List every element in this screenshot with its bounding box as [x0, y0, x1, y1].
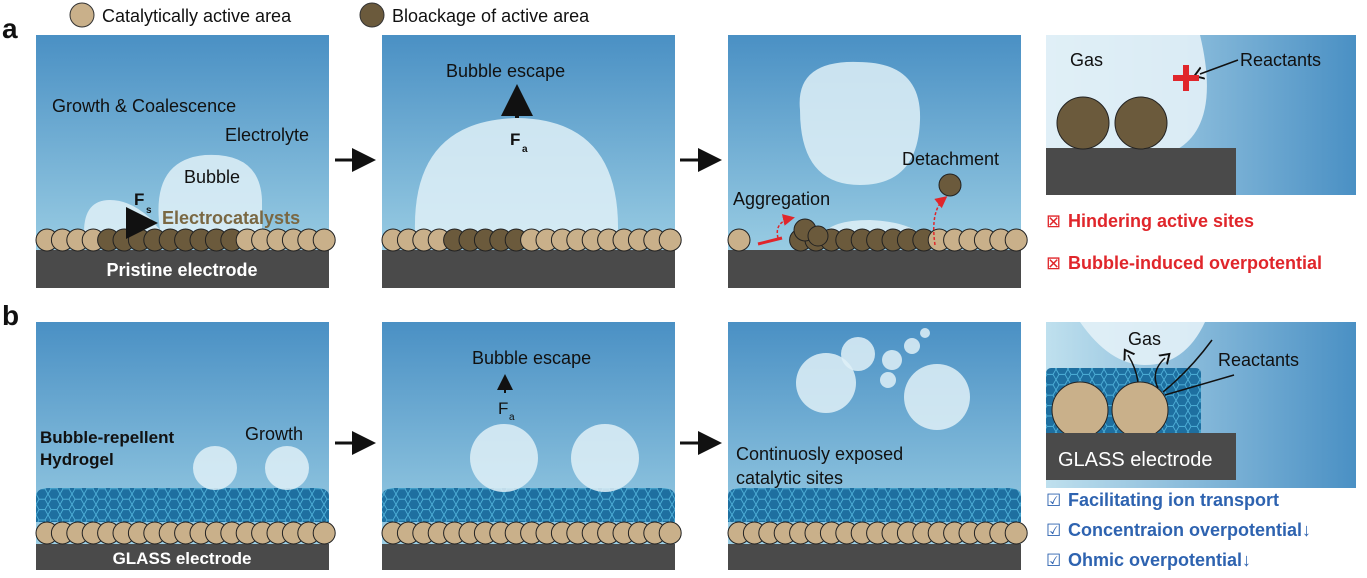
force-label: F	[134, 190, 144, 209]
electrolyte-label: Electrolyte	[225, 125, 309, 145]
active-particle	[312, 228, 336, 252]
legend-active-label: Catalytically active area	[102, 6, 292, 26]
growth-label: Growth & Coalescence	[52, 96, 236, 116]
panel-a4: Gas Reactants	[1046, 35, 1356, 195]
electrode	[382, 250, 675, 288]
active-particle	[1004, 228, 1028, 252]
issue-item: Hindering active sites	[1068, 211, 1254, 231]
legend-active-swatch	[69, 2, 95, 28]
panel-label-b: b	[2, 300, 19, 331]
electrode-label: GLASS electrode	[1058, 449, 1213, 471]
force-label: F	[498, 399, 508, 418]
active-particle	[312, 521, 336, 545]
hydrogel-layer	[728, 488, 1021, 522]
aggregation-label: Aggregation	[733, 189, 830, 209]
electrode-label: GLASS electrode	[113, 549, 252, 568]
legend-blocked-swatch	[359, 2, 385, 28]
growth-label: Growth	[245, 424, 303, 444]
detachment-label: Detachment	[902, 149, 999, 169]
issue-item: Bubble-induced overpotential	[1068, 253, 1322, 273]
active-particle	[727, 228, 751, 252]
issues-list: ⊠ Hindering active sites ⊠ Bubble-induce…	[1046, 211, 1322, 273]
reactants-label: Reactants	[1218, 350, 1299, 370]
benefit-item: Facilitating ion transport	[1068, 490, 1279, 510]
active-particle	[658, 521, 682, 545]
hydrogel-layer	[36, 488, 329, 522]
electrode	[728, 250, 1021, 288]
electrode	[36, 250, 329, 288]
bubble-label: Bubble	[184, 167, 240, 187]
panel-b3: Continuosly exposed catalytic sites	[727, 322, 1028, 570]
reactants-label: Reactants	[1240, 50, 1321, 70]
blocked-cross-icon	[1173, 65, 1199, 91]
panel-b4: GLASS electrode Gas Reactants	[1046, 322, 1356, 488]
exposed-sites-label: Continuosly exposed	[736, 444, 903, 464]
hydrogel-layer	[382, 488, 675, 522]
electrode	[1046, 148, 1236, 195]
electrode	[1046, 433, 1236, 480]
force-subscript: a	[522, 144, 528, 155]
detached-particle	[938, 173, 962, 197]
force-subscript: s	[146, 205, 152, 216]
electrocatalysts-label: Electrocatalysts	[162, 208, 300, 228]
check-box-icon: ☑	[1046, 521, 1061, 540]
panel-b2: Bubble escape F a	[381, 322, 682, 570]
hydrogel-label: Bubble-repellent	[40, 428, 174, 447]
bubble-shape	[799, 61, 921, 185]
bubble-escape-label: Bubble escape	[472, 348, 591, 368]
panel-a3: Aggregation Detachment	[727, 35, 1028, 288]
electrode	[382, 544, 675, 570]
bubble-shape	[414, 118, 619, 232]
exposed-sites-label: catalytic sites	[736, 468, 843, 488]
bubble-escape-label: Bubble escape	[446, 61, 565, 81]
cross-box-icon: ⊠	[1046, 253, 1061, 273]
active-particle	[1004, 521, 1028, 545]
benefit-item: Ohmic overpotential↓	[1068, 550, 1251, 570]
benefits-list: ☑ Facilitating ion transport ☑ Concentra…	[1046, 490, 1311, 570]
legend-blocked-label: Bloackage of active area	[392, 6, 590, 26]
panel-label-a: a	[2, 13, 18, 44]
electrode	[36, 544, 329, 570]
panel-a2: Bubble escape F a	[381, 35, 682, 288]
panel-a1: Growth & Coalescence Electrolyte Bubble …	[35, 35, 336, 288]
electrode-label: Pristine electrode	[106, 260, 257, 280]
check-box-icon: ☑	[1046, 551, 1061, 570]
cross-box-icon: ⊠	[1046, 211, 1061, 231]
active-particle	[658, 228, 682, 252]
check-box-icon: ☑	[1046, 491, 1061, 510]
gas-label: Gas	[1128, 329, 1161, 349]
force-subscript: a	[509, 412, 515, 423]
benefit-item: Concentraion overpotential↓	[1068, 520, 1311, 540]
hydrogel-label: Hydrogel	[40, 450, 114, 469]
force-label: F	[510, 130, 520, 149]
panel-b1: Bubble-repellent Hydrogel Growth GLASS e…	[35, 322, 336, 570]
gas-label: Gas	[1070, 50, 1103, 70]
electrode	[728, 544, 1021, 570]
